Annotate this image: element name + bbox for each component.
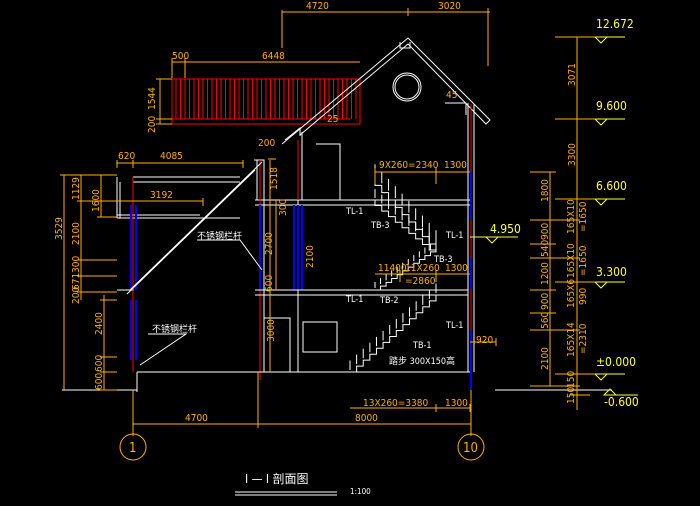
dim-lower-landing: 1300	[445, 398, 468, 409]
dim-300: 300	[71, 256, 82, 273]
slope-25: 25	[327, 114, 338, 125]
title: Ⅰ — Ⅰ 剖面图	[245, 472, 308, 486]
label-tb3-a: TB-3	[370, 221, 390, 231]
roof-hatch: 500 6448 1544 200	[147, 51, 361, 133]
label-tl1-c: TL-1	[345, 295, 363, 305]
gable-roof: 25 45	[281, 37, 491, 390]
left-dimensions: 620 4085 3192 1129 1600 3529 2100 300 67…	[54, 138, 316, 391]
label-tl1-a: TL-1	[345, 207, 363, 217]
dim-300-mid: 300	[278, 199, 289, 216]
stair-dim-1800: 1800	[540, 179, 551, 202]
dim-1544: 1544	[147, 87, 158, 110]
stair-dim-900-b: 900	[540, 293, 551, 310]
dim-3071: 3071	[567, 63, 578, 86]
stair-dim-900: 900	[540, 223, 551, 240]
walls	[62, 135, 612, 392]
level-12672: 12.672	[596, 17, 634, 31]
dim-1650-a: =1650	[578, 201, 589, 232]
dim-2100: 2100	[71, 222, 82, 245]
dim-920: 920	[476, 335, 493, 346]
label-tb3-b: TB-3	[433, 255, 453, 265]
level-4950: 4.950	[490, 222, 521, 236]
stair-annotations: 9X260=2340 1300 11400 11X260 =2860 1300 …	[345, 160, 521, 412]
dim-3300: 3300	[567, 143, 578, 166]
scale: 1:100	[350, 487, 371, 496]
dim-150-a: 150	[566, 371, 577, 388]
dim-upper-landing: 1300	[444, 160, 467, 171]
label-tb1: TB-1	[412, 341, 432, 351]
dim-1129: 1129	[71, 177, 82, 200]
dim-165x10-b: 165X10	[566, 243, 577, 278]
dim-600-mid: 600	[264, 275, 275, 292]
dim-mid-run-total: =2860	[405, 276, 436, 287]
dim-165x10-a: 165X10	[566, 199, 577, 234]
stairs	[349, 164, 437, 373]
label-tb2: TB-2	[379, 296, 399, 306]
stair-dim-560: 560	[540, 312, 551, 329]
level-6600: 6.600	[596, 179, 627, 193]
dim-mid-run: 11X260	[405, 263, 440, 274]
dim-2700: 2700	[264, 232, 275, 255]
dim-3020: 3020	[438, 1, 461, 12]
level-0000: ±0.000	[596, 355, 636, 369]
dim-2400: 2400	[94, 312, 105, 335]
dim-2310: =2310	[578, 323, 589, 354]
dim-mid-prefix: 11400	[378, 263, 407, 274]
dim-lower-run: 13X260=3380	[363, 398, 428, 409]
dim-3000: 3000	[266, 319, 277, 342]
dim-3529: 3529	[54, 217, 65, 240]
label-tl1-b: TL-1	[445, 231, 463, 241]
axis-1: 1	[129, 441, 136, 456]
label-tl1-d: TL-1	[445, 321, 463, 331]
dim-150-b: 150	[566, 387, 577, 404]
dim-200: 200	[147, 116, 158, 133]
dim-mid-landing: 1300	[445, 263, 468, 274]
dim-upper-run: 9X260=2340	[379, 160, 439, 171]
axis-dimensions: 4700 8000 1 10	[119, 372, 485, 461]
dim-3192: 3192	[150, 190, 173, 201]
dim-620: 620	[118, 151, 135, 162]
railing-label-lower: 不锈钢栏杆	[152, 323, 197, 335]
step-note: 踏步 300X150高	[389, 355, 455, 367]
level-minus-600: -0.600	[604, 395, 639, 409]
drawing-title: Ⅰ — Ⅰ 剖面图 1:100	[235, 472, 371, 496]
dim-990: 990	[578, 288, 589, 305]
dim-1600: 1600	[91, 189, 102, 212]
dim-6448: 6448	[262, 51, 285, 62]
dim-600-a: 600	[94, 355, 105, 372]
dim-500: 500	[172, 51, 189, 62]
dim-4720: 4720	[306, 1, 329, 12]
level-9600: 9.600	[596, 99, 627, 113]
dim-4700: 4700	[185, 413, 208, 424]
slope-45: 45	[446, 90, 457, 101]
top-dimension: 4720 3020	[281, 1, 490, 66]
dim-165x6: 165X6	[566, 279, 577, 308]
level-3300: 3.300	[596, 265, 627, 279]
dim-165x14: 165X14	[566, 322, 577, 357]
stair-dim-2100: 2100	[540, 347, 551, 370]
axis-10: 10	[463, 441, 478, 456]
dim-200-top: 200	[258, 138, 275, 149]
dim-671: 671	[71, 273, 82, 290]
level-column: 12.672 9.600 6.600 3.300 ±0.000 -0.600 3…	[530, 17, 639, 410]
dim-1650-b: =1650	[578, 245, 589, 276]
dim-2100-mid: 2100	[305, 245, 316, 268]
stair-dim-540: 540	[540, 240, 551, 257]
dim-1518: 1518	[269, 167, 280, 190]
dim-8000: 8000	[355, 413, 378, 424]
dim-600-b: 600	[94, 373, 105, 390]
dim-200-left: 200	[71, 287, 82, 304]
stair-dim-1200: 1200	[540, 262, 551, 285]
dim-4085: 4085	[160, 151, 183, 162]
railing-label-upper: 不锈钢栏杆	[197, 230, 242, 242]
